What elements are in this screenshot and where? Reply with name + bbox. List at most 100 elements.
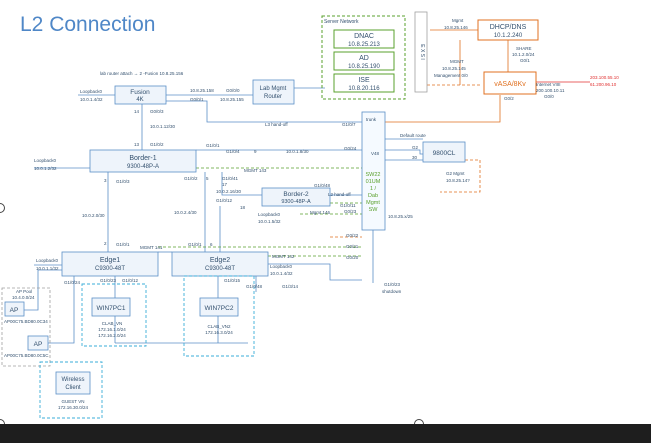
ap1-device[interactable]: AP xyxy=(4,301,25,317)
pc2-device[interactable]: WIN7PC2 xyxy=(199,297,239,317)
g2-mgmt-ip: 10.8.25.14? xyxy=(446,178,470,183)
wireless-name1: Wireless xyxy=(61,377,84,383)
dnac-name: DNAC xyxy=(354,33,374,40)
fusion-name: Fusion xyxy=(130,89,150,96)
e2-6: 6 xyxy=(210,242,213,247)
ext-ip1: 203.100.55.10 xyxy=(590,75,619,80)
loopback-e2: Loopback0 xyxy=(270,264,293,269)
edge1-model: C9300-48T xyxy=(95,266,125,272)
pc1-device[interactable]: WIN7PC1 xyxy=(91,297,131,317)
g0-22: G0/22 xyxy=(346,233,359,238)
mgmt-esxi-ip: 10.8.25.146 xyxy=(444,25,468,30)
mgmt-143: MGMT 143 xyxy=(244,168,267,173)
mgmt-esxi: Mgmt xyxy=(452,18,464,23)
g10-23: G1/0/23 xyxy=(100,278,117,283)
server-network-label: Server Network xyxy=(324,19,359,25)
pc1-ip1: 172.16.1.0/24 xyxy=(98,327,126,332)
edge2-switch[interactable]: Edge2 C9300-48T xyxy=(171,251,269,277)
g0-24: G0/24 xyxy=(344,146,357,151)
sw-line6: SW xyxy=(369,207,379,213)
mgmt-141: MGMT 141 xyxy=(140,245,163,250)
ap1-mac: AP00C75.BD80.0C34 xyxy=(4,319,48,324)
dnac-ip: 10.8.25.213 xyxy=(348,42,380,48)
loopback-e1-ip: 10.0.1.1/32 xyxy=(36,266,59,271)
management-00: Management 0/0 xyxy=(434,73,468,78)
mgmt-switch[interactable]: SW22 01UM 1 / Dab Mgmt SW xyxy=(361,111,386,231)
pc2-ip: 172.16.3.0/24 xyxy=(205,330,233,335)
fusion-port-14: 14 xyxy=(134,109,140,114)
b1-17: 17 xyxy=(222,182,228,187)
g10-24: G1/0/24 xyxy=(64,280,81,285)
edge1-name: Edge1 xyxy=(100,257,120,264)
sw-subnet: 10.8.25.x/25 xyxy=(388,214,413,219)
ad-server[interactable]: AD 10.8.25.190 xyxy=(333,51,395,71)
bottom-bar xyxy=(0,424,651,443)
dnac-server[interactable]: DNAC 10.8.25.213 xyxy=(333,29,395,49)
ise-server[interactable]: ISE 10.8.20.116 xyxy=(333,73,395,93)
vlan-default: V48 xyxy=(371,151,380,156)
sw-line1: SW22 xyxy=(366,172,381,178)
internet-label: Internet VIIII xyxy=(536,82,561,87)
internet-ip2: G0/0 xyxy=(544,94,554,99)
pc2-name: WIN7PC2 xyxy=(205,305,234,312)
asa-name: vASA/8Kv xyxy=(494,81,526,88)
server-network: Server Network DNAC 10.8.25.213 AD 10.8.… xyxy=(321,15,406,100)
border1-switch[interactable]: Border-1 9300-48P-A xyxy=(89,149,197,173)
asa-firewall[interactable]: vASA/8Kv xyxy=(483,71,537,95)
wireless-name2: Client xyxy=(65,385,81,391)
esxi-mgmt: MGMT xyxy=(450,59,464,64)
wireless-client[interactable]: Wireless Client xyxy=(55,371,91,395)
g10-23b: G1/0/23 xyxy=(384,282,401,287)
loopback-e2-ip: 10.0.1.4/32 xyxy=(270,271,293,276)
b1-port-g101: G1/0/1 xyxy=(206,143,220,148)
e1-g10-1: G1/0/1 xyxy=(116,242,130,247)
lab-mgmt-router[interactable]: Lab Mgmt Router xyxy=(252,79,295,105)
ap-pool-label: AP Pool xyxy=(16,289,32,294)
pc1-group: WIN7PC1 CLAB_VN 172.16.1.0/24 172.16.2.0… xyxy=(81,283,147,347)
b1-g10-3: G1/0/3 xyxy=(116,179,130,184)
g10-15: G1/0/15 xyxy=(224,278,241,283)
border2-switch[interactable]: Border-2 9300-48P-A xyxy=(261,187,331,207)
edge1-switch[interactable]: Edge1 C9300-48T xyxy=(61,251,159,277)
pc2-group: WIN7PC2 CLAB_VN2 172.16.3.0/24 xyxy=(183,275,255,357)
subnet-edge2: 10.0.2.4/30 xyxy=(174,210,197,215)
sw-line2: 01UM xyxy=(366,179,381,185)
wireless-group: Wireless Client GUEST VN 172.16.30.0/24 xyxy=(39,361,103,419)
b1-subnet-9: 10.0.1.8/30 xyxy=(286,149,309,154)
loopback-fusion: Loopback0 xyxy=(80,89,103,94)
fusion-model: 4K xyxy=(136,97,143,103)
shutdown-label: shutdown xyxy=(382,289,402,294)
b1-18: 18 xyxy=(240,205,246,210)
thirty-label: 30 xyxy=(412,155,418,160)
g0-23: G0/23 xyxy=(344,209,357,214)
g2-label: G2 xyxy=(412,145,419,150)
border1-model: 9300-48P-A xyxy=(127,164,159,170)
default-route: Default route xyxy=(400,133,426,138)
b1-5: 5 xyxy=(206,176,209,181)
ap2-device[interactable]: AP xyxy=(27,335,49,351)
g13-14: G1/3/14 xyxy=(282,284,299,289)
ap1-name: AP xyxy=(10,307,19,314)
esxi-mgmt-ip1: 10.8.25.145 xyxy=(442,66,466,71)
wlc-9800cl[interactable]: 9800CL xyxy=(422,141,466,163)
ext-ip2: 61.200.96.10 xyxy=(590,82,617,87)
e2-g10-1: G1/0/1 xyxy=(188,242,202,247)
b1-port-g102: G1/0/2 xyxy=(150,142,164,147)
fusion-port-right: G0/0/1 xyxy=(190,97,204,102)
b1-g10-4: G1/0/4 xyxy=(226,149,240,154)
esxi-host[interactable]: E X S I xyxy=(414,11,428,93)
share-label: SHARE xyxy=(516,46,532,51)
fusion-port-g00: G0/0/0 xyxy=(226,88,240,93)
dhcp-dns-server[interactable]: DHCP/DNS 10.1.2.240 xyxy=(477,19,539,41)
fusion-router[interactable]: Fusion 4K xyxy=(114,85,167,105)
ap2-mac: AP00C75.BD80.0C5C xyxy=(4,353,49,358)
g0-20: G0/20 xyxy=(346,255,359,260)
router-ip: 10.8.25.155 xyxy=(220,97,244,102)
lab-router-name1: Lab Mgmt xyxy=(260,86,287,92)
pc1-vn: CLAB_VN xyxy=(102,321,123,326)
border2-name: Border-2 xyxy=(283,191,309,198)
mgmt-142: MGMT 142 xyxy=(272,254,295,259)
b1-9: 9 xyxy=(254,149,257,154)
sw-line3: 1 / xyxy=(370,186,377,192)
